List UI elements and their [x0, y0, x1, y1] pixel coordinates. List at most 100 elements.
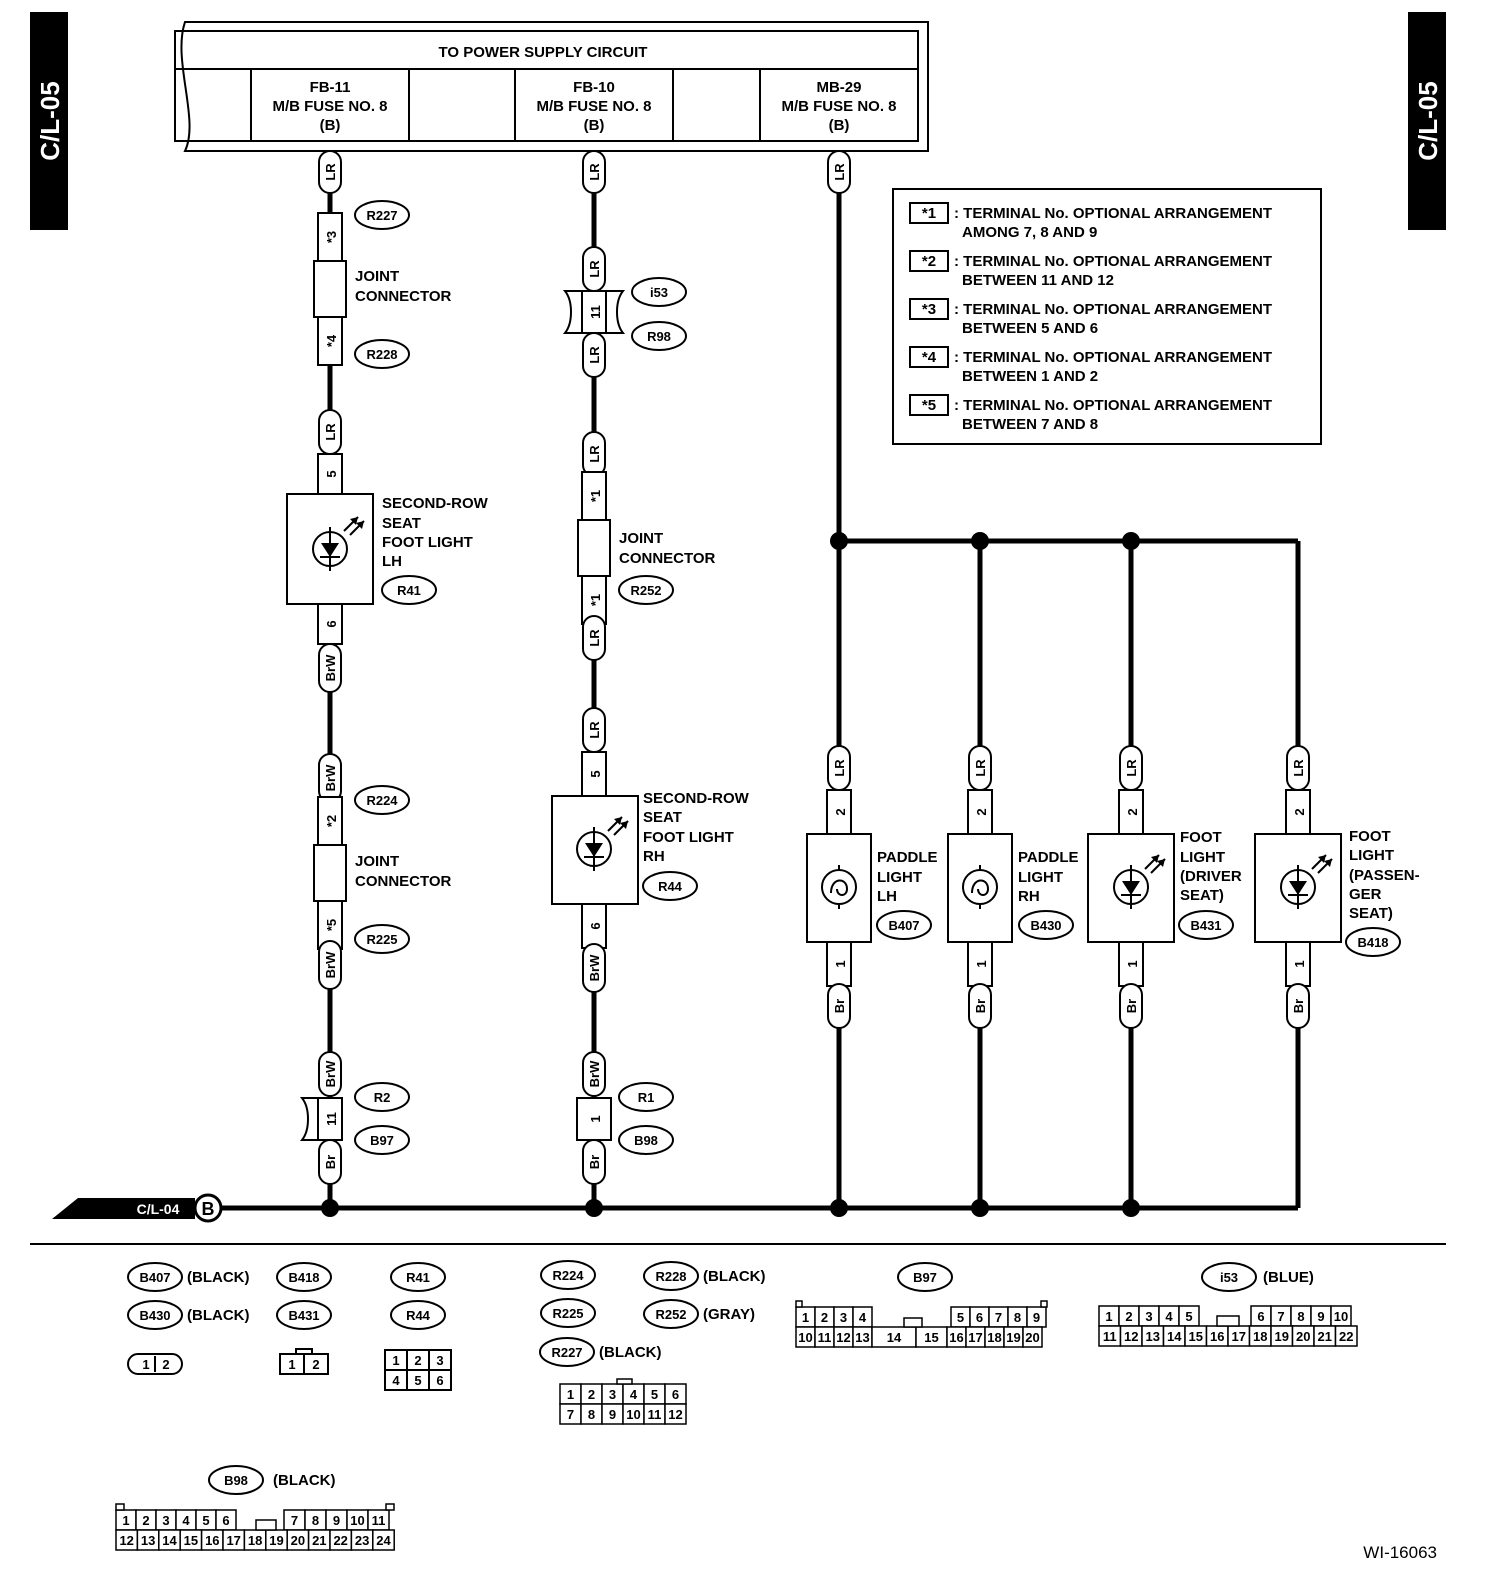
wire-label: LR [832, 759, 847, 777]
foot-driver-label: SEAT) [1180, 887, 1224, 904]
cv-pin: 19 [269, 1533, 283, 1548]
cv-pin: 18 [248, 1533, 262, 1548]
foot-lh-label: FOOT LIGHT [382, 534, 473, 551]
cv-pin: 10 [1334, 1309, 1348, 1324]
cv-cell [385, 1503, 395, 1511]
cv-pin: 20 [1296, 1329, 1310, 1344]
foot-rh-label: RH [643, 848, 665, 865]
tab-label-left: C/L-05 [35, 81, 65, 160]
cv-pin: 11 [818, 1330, 832, 1345]
cv-pin: 2 [414, 1353, 421, 1368]
cv-pin: 12 [836, 1330, 850, 1345]
cv-pin: 12 [668, 1407, 682, 1422]
conn-tag-b431: B431 [1190, 918, 1221, 933]
cv-pin: 1 [392, 1353, 399, 1368]
fuse-conn-2: (B) [584, 117, 605, 134]
pin-label: 11 [324, 1112, 339, 1126]
cv-pin: 21 [1318, 1329, 1332, 1344]
wire-label: Br [587, 1155, 602, 1169]
cv-pin: 18 [1253, 1329, 1267, 1344]
pin-label: 1 [974, 960, 989, 967]
conn-tag-r98: R98 [647, 329, 671, 344]
cv-pin: 16 [949, 1330, 963, 1345]
cv-pin: 22 [1339, 1329, 1353, 1344]
cv-pin: 5 [1185, 1309, 1192, 1324]
cv-pin: 4 [182, 1513, 190, 1528]
wire-label: LR [587, 721, 602, 739]
pin-label: *4 [324, 334, 339, 347]
cv-pin: 21 [312, 1533, 326, 1548]
cv-tag-r225: R225 [552, 1306, 583, 1321]
wire-label: LR [973, 759, 988, 777]
cv-cell [372, 1529, 395, 1551]
cv-tag-b97: B97 [913, 1270, 937, 1285]
wire-label: LR [587, 163, 602, 181]
cv-pin: 10 [626, 1407, 640, 1422]
cv-tag-r227: R227 [551, 1345, 582, 1360]
cv-cell [1216, 1315, 1240, 1327]
cv-cell [255, 1519, 277, 1531]
fuse-id-1: FB-11 [310, 79, 351, 96]
pin-label: *1 [588, 594, 603, 606]
branch-foot-light-rh: LR LR 11 LR i53 R98 LR *1 *1 LR JOINT CO… [551, 150, 750, 1185]
cv-pin: 1 [1105, 1309, 1112, 1324]
cv-tag-r41: R41 [406, 1270, 430, 1285]
cv-pin: 2 [312, 1357, 319, 1372]
cv-cell [1022, 1326, 1043, 1348]
conn-tag-r44: R44 [658, 879, 683, 894]
cv-pin: 8 [588, 1407, 595, 1422]
branch-foot-light-driver: LR 2 1 Br FOOT LIGHT (DRIVER SEAT) B431 [1087, 745, 1242, 1029]
cv-pin: 3 [162, 1513, 169, 1528]
foot-lh-label: SECOND-ROW [382, 495, 489, 512]
cv-pin: 9 [1317, 1309, 1324, 1324]
cv-pin: 11 [648, 1407, 662, 1422]
foot-rh-label: SEAT [643, 809, 682, 826]
side-tab-left: C/L-05 [30, 12, 68, 230]
cv-pin: 1 [802, 1310, 809, 1325]
cv-pin: 13 [1146, 1329, 1160, 1344]
fuse-name-1: M/B FUSE NO. 8 [272, 98, 387, 115]
cv-pin: 7 [291, 1513, 298, 1528]
fuse-conn-3: (B) [829, 117, 850, 134]
paddle-lh-label: LH [877, 888, 897, 905]
cv-pin: 8 [1014, 1310, 1021, 1325]
power-supply-box: TO POWER SUPPLY CIRCUIT FB-11 M/B FUSE N… [174, 21, 929, 152]
cv-pin: 17 [226, 1533, 240, 1548]
cv-cell [616, 1378, 633, 1385]
ground-ref-page: C/L-04 [137, 1201, 180, 1217]
cv-pin: 4 [859, 1310, 867, 1325]
cv-pin: 14 [162, 1533, 177, 1548]
pin-label: *1 [588, 490, 603, 502]
wire-label: LR [587, 346, 602, 364]
cv-pin: 17 [1232, 1329, 1246, 1344]
conn-tag-b407: B407 [888, 918, 919, 933]
wire-label: LR [587, 445, 602, 463]
cv-pin: 20 [1025, 1330, 1039, 1345]
cv-pin: 13 [855, 1330, 869, 1345]
legend-text-2b: BETWEEN 11 AND 12 [962, 272, 1114, 289]
cv-pin: 5 [202, 1513, 209, 1528]
branch-paddle-light-rh: LR 2 1 Br PADDLE LIGHT RH B430 [947, 745, 1079, 1029]
cv-tag-b430: B430 [139, 1308, 170, 1323]
joint-label: CONNECTOR [619, 550, 716, 567]
joint-label: CONNECTOR [355, 288, 452, 305]
cv-pin: 19 [1006, 1330, 1020, 1345]
legend-text-5a: : TERMINAL No. OPTIONAL ARRANGEMENT [954, 397, 1272, 414]
cv-pin: 18 [987, 1330, 1001, 1345]
cv-pin: 19 [1275, 1329, 1289, 1344]
cv-pin: 5 [651, 1387, 658, 1402]
cv-cell [1040, 1300, 1048, 1308]
cv-color: (BLUE) [1263, 1269, 1314, 1286]
cv-tag-b431: B431 [288, 1308, 319, 1323]
legend-text-1a: : TERMINAL No. OPTIONAL ARRANGEMENT [954, 205, 1272, 222]
conn-tag-r224: R224 [366, 793, 398, 808]
conn-tag-r252: R252 [630, 583, 661, 598]
cv-pin: 12 [119, 1533, 133, 1548]
cv-pin: 13 [141, 1533, 155, 1548]
pin-label: 2 [833, 808, 848, 815]
cv-pin: 6 [436, 1373, 443, 1388]
wire-label: Br [323, 1155, 338, 1169]
